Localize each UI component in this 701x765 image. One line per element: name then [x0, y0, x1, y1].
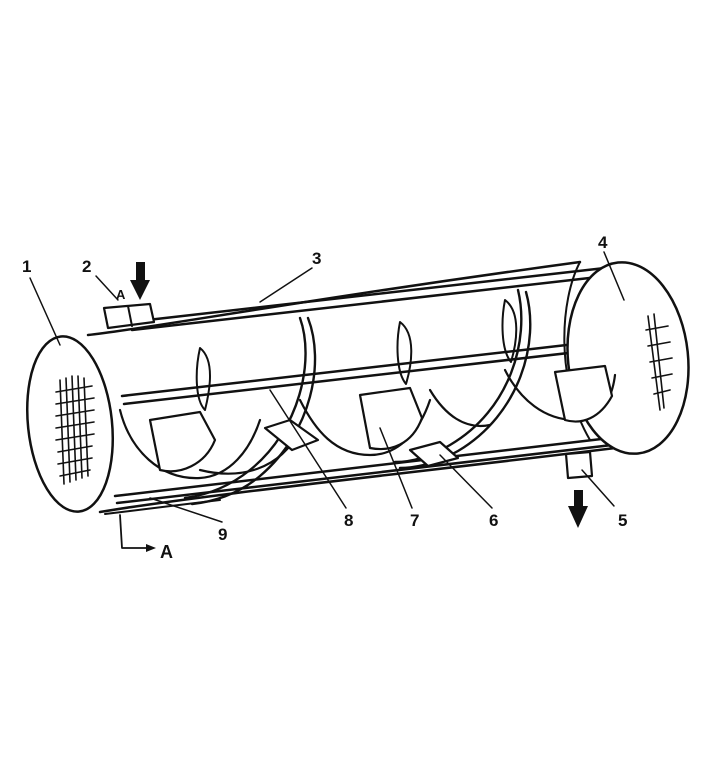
helical-blades [118, 299, 617, 480]
section-arrow-icon [119, 514, 156, 552]
callout-5: 5 [618, 511, 628, 530]
callout-8: 8 [344, 511, 354, 530]
callout-1: 1 [22, 257, 32, 276]
callout-3: 3 [312, 249, 322, 268]
leader-lines [29, 251, 625, 523]
inlet-nozzle [102, 302, 156, 330]
inlet-arrow-icon [130, 262, 150, 300]
outlet-nozzle [564, 450, 594, 480]
callout-2: 2 [82, 257, 92, 276]
right-mesh [645, 313, 673, 411]
callout-4: 4 [598, 233, 608, 252]
scraper-plates [263, 418, 460, 468]
outlet-arrow-icon [568, 490, 588, 528]
section-mark-bottom: A [160, 542, 173, 562]
callout-7: 7 [410, 511, 420, 530]
left-mesh [55, 375, 95, 485]
spiral-ribs [183, 288, 532, 506]
section-mark-top: A [116, 287, 126, 302]
top-rod [128, 266, 609, 332]
callout-6: 6 [489, 511, 499, 530]
left-end-disc [25, 335, 115, 513]
right-end-disc [566, 261, 690, 455]
callout-9: 9 [218, 525, 228, 544]
